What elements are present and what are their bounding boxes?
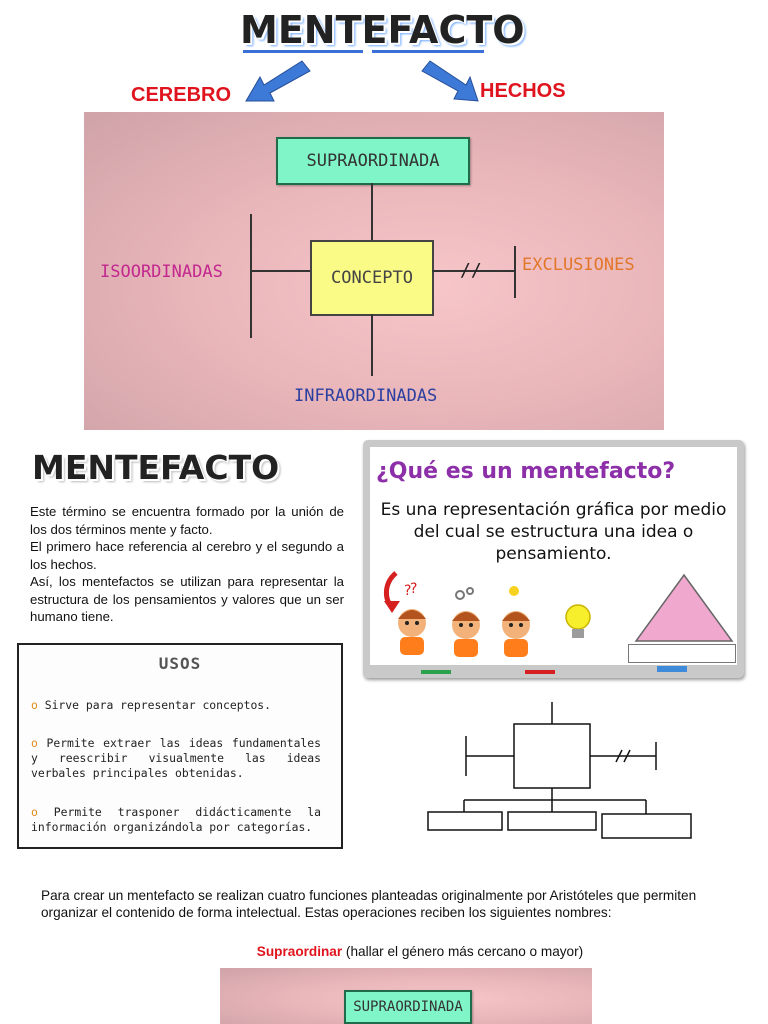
connector-left bbox=[250, 270, 310, 272]
usos-item: o Permite extraer las ideas fundamentale… bbox=[31, 736, 321, 780]
kid-1-icon bbox=[398, 609, 426, 655]
triangle-icon bbox=[634, 573, 734, 642]
intro-paragraph: Para crear un mentefacto se realizan cua… bbox=[41, 888, 697, 920]
usos-title: USOS bbox=[158, 654, 202, 673]
definition-paragraph: Este término se encuentra formado por la… bbox=[30, 503, 344, 626]
supraordinada-diagram-partial: SUPRAORDINADA bbox=[220, 968, 592, 1024]
page-title: MENTEFACTO bbox=[240, 8, 525, 52]
section-title: MENTEFACTO bbox=[32, 448, 280, 487]
concepto-box: CONCEPTO bbox=[310, 240, 434, 316]
blank-mentefacto-diagram bbox=[427, 702, 692, 839]
exclusiones-label: EXCLUSIONES bbox=[522, 255, 635, 275]
blue-eraser bbox=[657, 666, 687, 672]
supraordinar-line: Supraordinar (hallar el género más cerca… bbox=[0, 943, 768, 960]
paragraph-line: Así, los mentefactos se utilizan para re… bbox=[30, 574, 344, 624]
question-mark: ? bbox=[410, 581, 417, 597]
connector-right bbox=[432, 270, 514, 272]
left-arrow-icon bbox=[245, 60, 311, 102]
kid-2-icon bbox=[452, 611, 480, 657]
whiteboard: ¿Qué es un mentefacto? Es una representa… bbox=[363, 440, 744, 678]
right-arrow-icon bbox=[421, 60, 479, 102]
hechos-label: HECHOS bbox=[480, 80, 566, 102]
usos-item: o Permite trasponer didácticamente la in… bbox=[31, 805, 321, 834]
board-answer: Es una representación gráfica por medio … bbox=[380, 500, 727, 564]
bullet-icon: o bbox=[31, 698, 38, 712]
kid-3-icon bbox=[502, 611, 530, 657]
mentefacto-diagram: SUPRAORDINADA CONCEPTO // ISOORDINADAS E… bbox=[84, 112, 664, 430]
exclusion-mark: // bbox=[460, 260, 482, 281]
supraordinar-desc: (hallar el género más cercano o mayor) bbox=[342, 944, 584, 959]
kids-illustration: ? bbox=[384, 571, 591, 657]
supraordinada-box: SUPRAORDINADA bbox=[276, 137, 470, 185]
usos-item: o Sirve para representar conceptos. bbox=[31, 698, 272, 712]
red-marker bbox=[525, 670, 555, 674]
infraordinadas-label: INFRAORDINADAS bbox=[294, 386, 438, 406]
isoordinadas-label: ISOORDINADAS bbox=[100, 262, 223, 282]
idea-icon bbox=[509, 586, 519, 596]
svg-text:?: ? bbox=[404, 583, 411, 599]
supraordinada-box: SUPRAORDINADA bbox=[344, 990, 472, 1024]
lightbulb-icon bbox=[565, 604, 591, 638]
isoordinadas-bar bbox=[250, 214, 252, 338]
whiteboard-surface: ¿Qué es un mentefacto? Es una representa… bbox=[370, 447, 737, 665]
board-blank-box bbox=[628, 644, 736, 663]
bullet-icon: o bbox=[31, 805, 38, 819]
title-underline-facto bbox=[372, 50, 484, 53]
supraordinar-term: Supraordinar bbox=[256, 944, 343, 959]
cerebro-label: CEREBRO bbox=[131, 84, 232, 106]
bullet-icon: o bbox=[31, 736, 38, 750]
connector-bottom bbox=[371, 314, 373, 376]
connector-top bbox=[371, 183, 373, 240]
title-underline-mente bbox=[243, 50, 363, 53]
gears-icon bbox=[455, 587, 474, 600]
split-arrows bbox=[245, 60, 479, 102]
paragraph-line: Este término se encuentra formado por la… bbox=[30, 504, 344, 537]
usos-box: USOS o Sirve para representar conceptos.… bbox=[17, 643, 343, 849]
green-marker bbox=[421, 670, 451, 674]
board-question: ¿Qué es un mentefacto? bbox=[376, 459, 676, 484]
paragraph-line: El primero hace referencia al cerebro y … bbox=[30, 539, 344, 572]
exclusiones-bar bbox=[514, 246, 516, 298]
